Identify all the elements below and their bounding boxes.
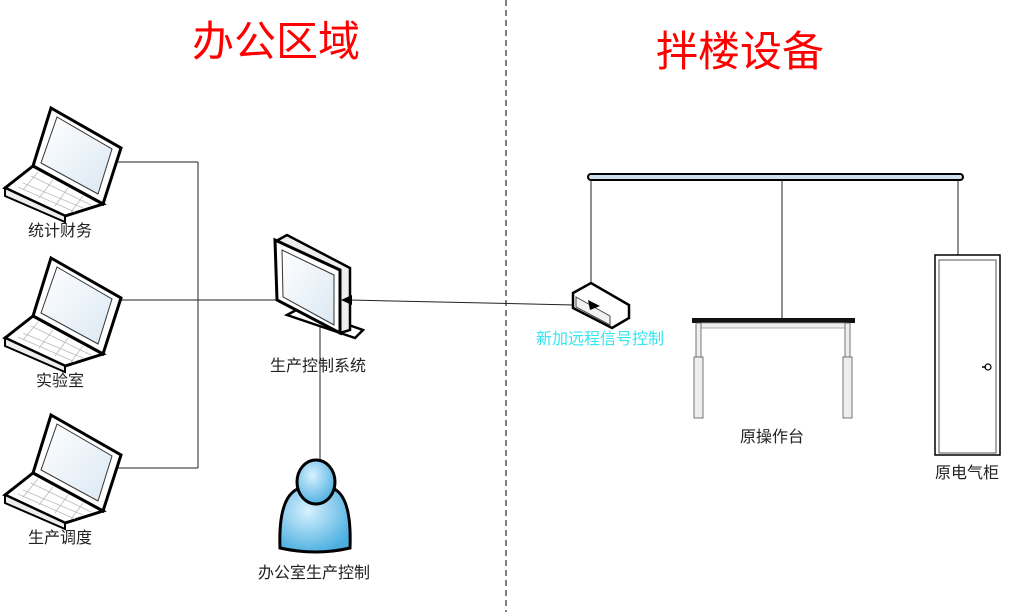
plant-zone-title: 拌楼设备 [656, 27, 824, 76]
laptop-icon[interactable] [3, 413, 123, 531]
laptop-label: 实验室 [36, 371, 84, 390]
cabinet-label: 原电气柜 [935, 463, 999, 482]
switch-label: 新加远程信号控制 [536, 329, 664, 348]
user-label: 办公室生产控制 [258, 563, 370, 582]
office-connections [115, 161, 321, 470]
bus-bar [587, 173, 964, 181]
console-table-icon[interactable] [692, 318, 855, 419]
signal-arrow [341, 295, 575, 306]
laptop-icon[interactable] [3, 256, 123, 374]
user-icon[interactable] [278, 458, 352, 554]
monitor-icon[interactable] [273, 233, 366, 340]
laptop-icon[interactable] [3, 106, 123, 224]
table-label: 原操作台 [740, 427, 804, 446]
laptop-label: 生产调度 [28, 528, 92, 547]
plant-connections [590, 180, 959, 320]
laptop-label: 统计财务 [28, 221, 92, 240]
monitor-label: 生产控制系统 [270, 356, 366, 375]
office-zone-title: 办公区域 [192, 17, 360, 66]
cabinet-icon[interactable] [934, 254, 1001, 456]
switch-icon[interactable] [571, 281, 631, 330]
